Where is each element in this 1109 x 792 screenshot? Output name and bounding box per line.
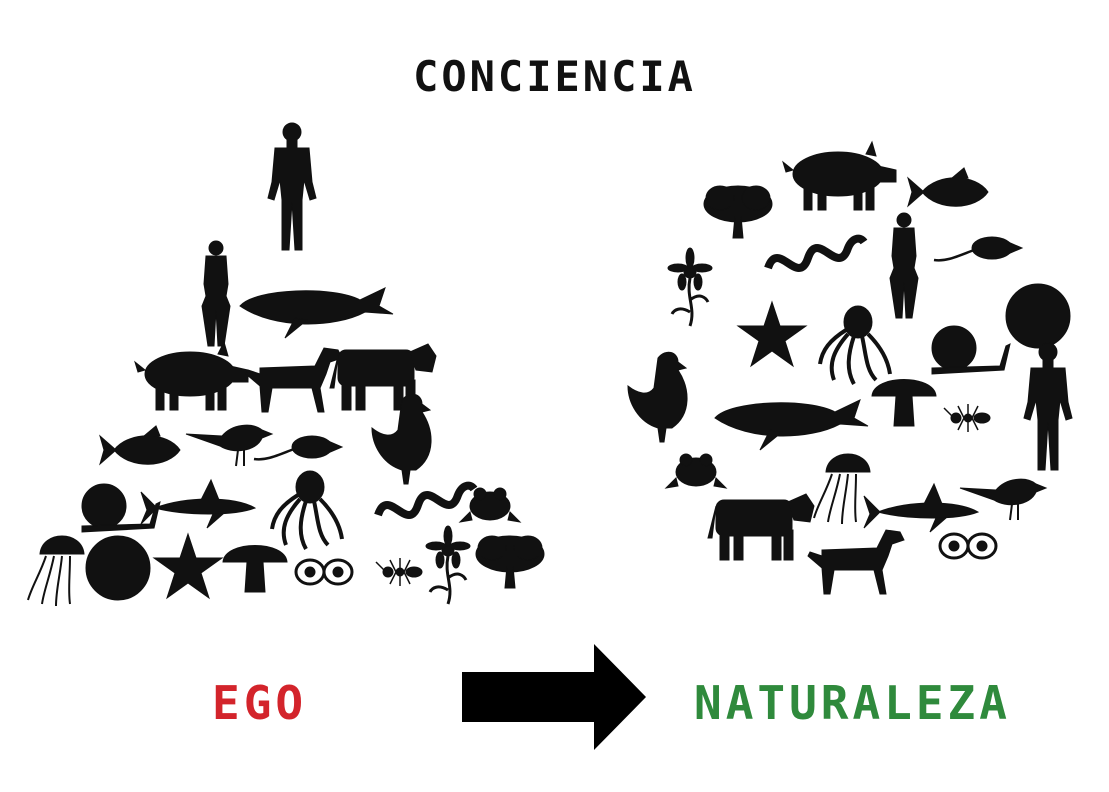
- human-icon: [267, 122, 317, 251]
- pig-icon: [134, 341, 249, 411]
- pyramid-group: [27, 122, 545, 607]
- frog-icon: [459, 487, 521, 523]
- flower-icon: [424, 524, 472, 606]
- eggs-icon: [294, 558, 354, 586]
- circle-group: [627, 141, 1073, 595]
- woman-icon: [889, 212, 919, 319]
- cow-icon: [707, 493, 815, 561]
- page-title: CONCIENCIA: [413, 52, 696, 101]
- woman-icon: [201, 240, 231, 347]
- rat-icon: [252, 434, 344, 461]
- whale-icon: [239, 287, 394, 339]
- mushroom-icon: [871, 379, 937, 427]
- frog-icon: [665, 453, 727, 489]
- tree-icon: [475, 535, 545, 589]
- dog-icon: [245, 347, 343, 413]
- fish-icon: [907, 167, 989, 207]
- arrow-right-icon: [462, 644, 646, 750]
- rock-icon: [1005, 283, 1071, 349]
- shark-icon: [863, 483, 979, 533]
- ant-icon: [943, 403, 991, 433]
- rock-icon: [85, 535, 151, 601]
- hen-icon: [371, 393, 432, 485]
- snail-icon: [931, 325, 1011, 375]
- fish-icon: [99, 425, 181, 465]
- hen-icon: [627, 351, 688, 443]
- ant-icon: [375, 557, 423, 587]
- tree-icon: [703, 185, 773, 239]
- snake-icon: [378, 486, 474, 515]
- octopus-icon: [270, 469, 344, 551]
- jellyfish-icon: [813, 453, 871, 525]
- jellyfish-icon: [27, 535, 85, 607]
- whale-icon: [714, 399, 869, 451]
- ego-label: EGO: [212, 676, 308, 730]
- octopus-icon: [818, 304, 892, 386]
- flower-icon: [666, 246, 714, 328]
- mushroom-icon: [222, 545, 288, 593]
- naturaleza-label: NATURALEZA: [694, 676, 1011, 730]
- human-icon: [1023, 342, 1073, 471]
- pig-icon: [782, 141, 897, 211]
- dog-icon: [807, 529, 905, 595]
- rat-icon: [932, 235, 1024, 262]
- eggs-icon: [938, 532, 998, 560]
- starfish-icon: [153, 533, 223, 599]
- snake-icon: [768, 239, 864, 268]
- starfish-icon: [737, 301, 807, 367]
